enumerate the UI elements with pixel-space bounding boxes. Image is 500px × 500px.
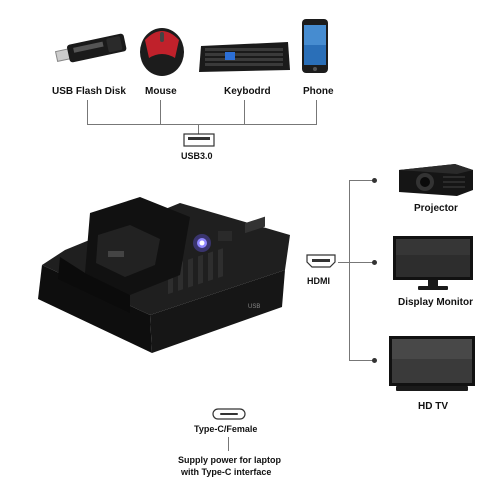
mouse-label: Mouse <box>145 86 177 97</box>
hdmi-port-label: HDMI <box>307 276 330 286</box>
usb-port-label: USB3.0 <box>181 151 213 161</box>
monitor-label: Display Monitor <box>398 297 474 308</box>
mouse-image <box>135 20 190 80</box>
usb-flash-disk-label: USB Flash Disk <box>52 86 126 97</box>
connector-monitor <box>349 262 375 263</box>
connector-outputs-vertical <box>349 180 350 360</box>
keyboard-image <box>197 38 292 76</box>
typec-note-line2: with Type-C interface <box>181 467 272 477</box>
keyboard-label: Keybodrd <box>224 86 271 97</box>
phone-image <box>301 18 329 74</box>
connector-dot-projector <box>372 178 377 183</box>
connector-top-horizontal <box>87 124 317 125</box>
connector-to-usb-port <box>198 124 199 134</box>
connector-usb-flash-drop <box>87 100 88 124</box>
connector-tv <box>349 360 375 361</box>
connector-mouse-drop <box>160 100 161 124</box>
connector-dot-tv <box>372 358 377 363</box>
typec-label: Type-C/Female <box>194 424 258 434</box>
phone-label: Phone <box>303 86 334 97</box>
connector-keyboard-drop <box>244 100 245 124</box>
typec-port-icon <box>212 407 246 420</box>
dock-image <box>30 195 295 355</box>
projector-label: Projector <box>414 203 458 214</box>
dock-usb-port-label: USB <box>248 304 261 310</box>
power-led-icon <box>192 233 212 253</box>
projector-image <box>395 160 475 198</box>
typec-note-line1: Supply power for laptop <box>178 455 281 465</box>
monitor-image <box>392 235 474 291</box>
usb-flash-disk-image <box>52 30 132 70</box>
hdmi-port-icon <box>305 253 337 269</box>
tv-image <box>388 335 476 393</box>
connector-dot-monitor <box>372 260 377 265</box>
connector-projector <box>349 180 375 181</box>
usb-port-icon <box>183 133 215 147</box>
tv-label: HD TV <box>418 401 448 412</box>
connector-hdmi-out <box>338 262 350 263</box>
connector-phone-drop <box>316 100 317 124</box>
connector-typec <box>228 437 229 451</box>
